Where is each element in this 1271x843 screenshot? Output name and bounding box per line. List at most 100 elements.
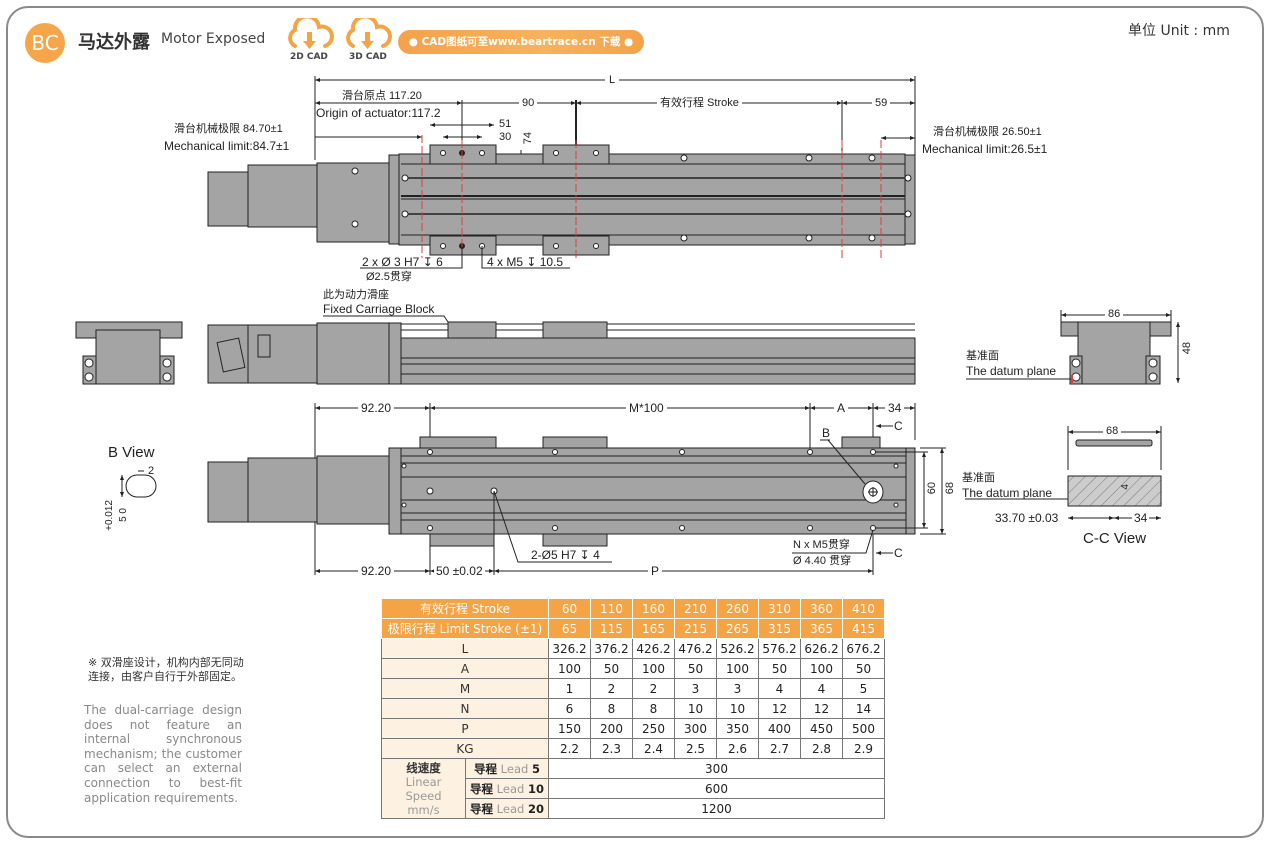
origin-label-cn: 滑台原点 117.20 (342, 90, 422, 102)
table-cell: 12 (800, 698, 843, 719)
table-cell: 4 (758, 678, 801, 699)
cad-download-link[interactable]: ● CAD图纸可至www.beartrace.cn 下载 ● (398, 30, 644, 54)
origin-label-en: Origin of actuator:117.2 (316, 106, 441, 120)
stroke-value: 360 (800, 598, 843, 619)
limit-stroke-value: 65 (548, 618, 591, 639)
limit-stroke-header: 极限行程 Limit Stroke (±1) (381, 618, 549, 639)
dim-60: 60 (926, 482, 938, 495)
lead-label: 导程 Lead 5 (465, 758, 549, 779)
datum-label-cn: 基准面 (966, 350, 999, 362)
lead-value: 5 (531, 761, 540, 776)
unit-label: 单位 Unit : mm (1128, 23, 1230, 39)
cloud-download-icon[interactable] (341, 18, 393, 50)
row-label-n: N (381, 698, 549, 719)
3d-cad-button[interactable]: 3D CAD (349, 52, 387, 62)
table-cell: 12 (758, 698, 801, 719)
dim-90: 90 (519, 97, 538, 110)
b-view-dim-2: 2 (148, 465, 155, 477)
dim-86: 86 (1105, 308, 1124, 321)
limit-stroke-value: 315 (758, 618, 801, 639)
limit-stroke-value: 265 (716, 618, 759, 639)
table-cell: 3 (716, 678, 759, 699)
table-cell: 10 (716, 698, 759, 719)
table-cell: 2.8 (800, 738, 843, 759)
table-cell: 2.2 (548, 738, 591, 759)
dim-92-bottom: 92.20 (358, 565, 395, 578)
2d-cad-button[interactable]: 2D CAD (290, 52, 328, 62)
hole-note-through: Ø2.5贯穿 (366, 271, 412, 283)
mount-hole-note-1: N x M5贯穿 (793, 539, 850, 551)
speed-value: 1200 (548, 798, 885, 819)
page-title-cn: 马达外露 (78, 32, 150, 53)
table-cell: 526.2 (716, 638, 759, 659)
series-badge: BC (25, 23, 65, 63)
note-en: The dual-carriage design does not featur… (84, 703, 242, 805)
mech-limit-left-en: Mechanical limit:84.7±1 (164, 139, 290, 153)
section-C-top: C (894, 419, 903, 433)
table-cell: 300 (674, 718, 717, 739)
dim-48: 48 (1181, 342, 1193, 355)
dim-stroke: 有效行程 Stroke (657, 97, 742, 110)
lead-en: Lead (496, 801, 525, 816)
dim-30: 30 (499, 131, 512, 143)
dim-34: 34 (885, 402, 905, 415)
table-cell: 200 (590, 718, 633, 739)
table-cell: 4 (800, 678, 843, 699)
cc-dim-68: 68 (1103, 425, 1122, 438)
mech-limit-left-cn: 滑台机械极限 84.70±1 (174, 123, 283, 135)
table-cell: 10 (674, 698, 717, 719)
pin-hole-note: 2-Ø5 H7 ↧ 4 (531, 548, 600, 562)
table-cell: 426.2 (632, 638, 675, 659)
stroke-value: 310 (758, 598, 801, 619)
table-cell: 2.5 (674, 738, 717, 759)
lead-label: 导程 Lead 10 (465, 778, 549, 799)
table-cell: 2 (632, 678, 675, 699)
table-cell: 150 (548, 718, 591, 739)
limit-stroke-value: 165 (632, 618, 675, 639)
cc-datum-en: The datum plane (962, 486, 1053, 500)
lead-cn: 导程 (470, 781, 494, 796)
table-cell: 8 (632, 698, 675, 719)
detail-B-label: B (822, 426, 831, 440)
table-cell: 376.2 (590, 638, 633, 659)
table-cell: 5 (842, 678, 885, 699)
mech-limit-right-cn: 滑台机械极限 26.50±1 (933, 126, 1042, 138)
dim-A: A (834, 402, 849, 415)
table-cell: 250 (632, 718, 675, 739)
dim-51: 51 (499, 118, 512, 130)
table-cell: 50 (590, 658, 633, 679)
table-cell: 2 (590, 678, 633, 699)
stroke-value: 410 (842, 598, 885, 619)
table-cell: 100 (716, 658, 759, 679)
cloud-download-icon[interactable] (283, 18, 335, 50)
stroke-value: 60 (548, 598, 591, 619)
dim-74: 74 (522, 132, 534, 145)
table-cell: 6 (548, 698, 591, 719)
lead-cn: 导程 (474, 761, 498, 776)
table-cell: 626.2 (800, 638, 843, 659)
cc-dim-left: 33.70 ±0.03 (995, 511, 1059, 525)
lead-cn: 导程 (470, 801, 494, 816)
mount-hole-note-2: Ø 4.40 贯穿 (793, 555, 852, 567)
table-cell: 8 (590, 698, 633, 719)
stroke-value: 160 (632, 598, 675, 619)
speed-value: 300 (548, 758, 885, 779)
table-cell: 350 (716, 718, 759, 739)
table-cell: 2.9 (842, 738, 885, 759)
datum-label-en: The datum plane (966, 364, 1057, 378)
table-cell: 576.2 (758, 638, 801, 659)
dim-68: 68 (944, 482, 956, 495)
limit-stroke-value: 115 (590, 618, 633, 639)
table-cell: 50 (758, 658, 801, 679)
speed-value: 600 (548, 778, 885, 799)
b-view-tol-lower: 5 0 (118, 508, 129, 522)
dim-pin-pitch: 50 ±0.02 (434, 564, 485, 578)
lead-en: Lead (500, 761, 529, 776)
